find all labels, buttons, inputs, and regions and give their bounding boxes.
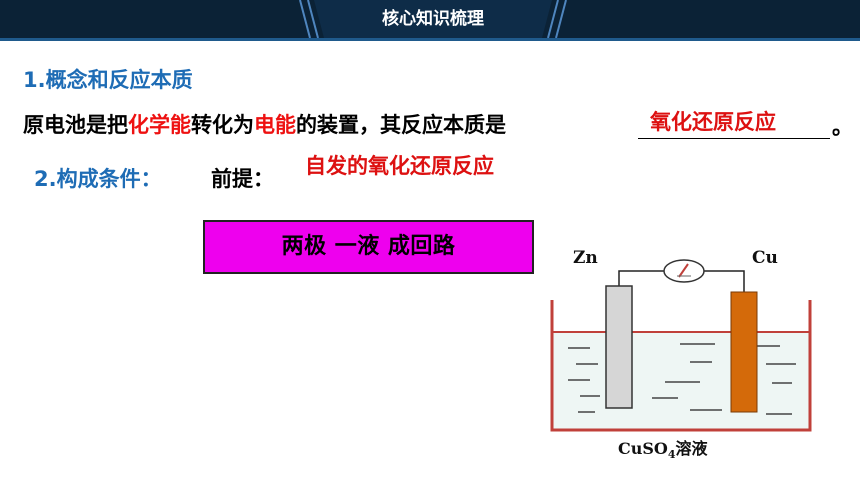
- sentence-end-mark: 。: [832, 115, 853, 139]
- solution-formula: CuSO: [618, 439, 668, 458]
- cu-label: Cu: [752, 248, 778, 268]
- title-tab-decoration: [299, 0, 567, 38]
- solution-suffix: 溶液: [676, 439, 709, 458]
- premise-label: 前提：: [211, 167, 274, 191]
- sentence-part3: 的装置，其反应本质是: [296, 113, 506, 137]
- conditions-text: 两极 一液 成回路: [281, 234, 456, 259]
- section2-heading: 2.构成条件：: [34, 167, 162, 191]
- answer-blank-line: [638, 138, 830, 139]
- solution-liquid: [552, 332, 810, 429]
- zn-label: Zn: [573, 248, 598, 268]
- galvanometer-icon: [663, 259, 705, 283]
- definition-sentence: 原电池是把化学能转化为电能的装置，其反应本质是: [23, 109, 506, 139]
- galvanic-cell-diagram: Zn Cu CuSO4溶液: [540, 240, 820, 468]
- answer-redox: 氧化还原反应: [650, 110, 776, 134]
- sentence-part2: 转化为: [191, 113, 254, 137]
- highlight-electric-energy: 电能: [254, 113, 296, 137]
- conditions-box: 两极 一液 成回路: [203, 220, 534, 274]
- liquid-texture: [568, 343, 796, 415]
- zinc-electrode: [605, 285, 633, 409]
- beaker: [550, 300, 812, 432]
- solution-subscript: 4: [668, 448, 676, 461]
- header-underline: [0, 38, 860, 41]
- sentence-part1: 原电池是把: [23, 113, 128, 137]
- highlight-chemical-energy: 化学能: [128, 113, 191, 137]
- page-title: 核心知识梳理: [382, 9, 484, 29]
- copper-electrode: [730, 291, 758, 413]
- wire-left: [618, 270, 664, 286]
- wire-right: [704, 270, 745, 292]
- header-title-tab: 核心知识梳理: [292, 0, 574, 38]
- section1-heading: 1.概念和反应本质: [23, 68, 193, 92]
- premise-answer: 自发的氧化还原反应: [305, 154, 494, 178]
- solution-label: CuSO4溶液: [618, 439, 709, 461]
